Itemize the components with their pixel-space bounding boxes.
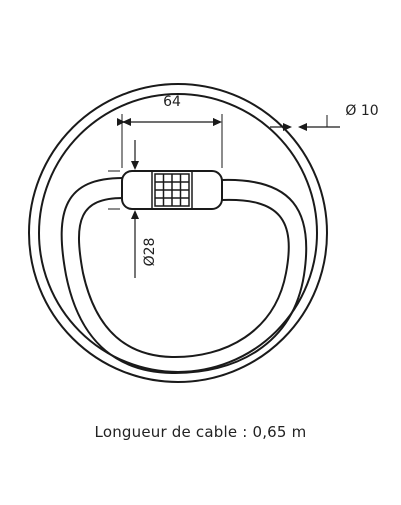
combination-lock bbox=[121, 170, 223, 210]
dimension-length: 64 bbox=[117, 94, 223, 168]
cable-length-caption: Longueur de cable : 0,65 m bbox=[94, 423, 307, 441]
cable-coil-outer bbox=[28, 83, 328, 383]
dimension-cable-diameter: Ø 10 bbox=[270, 103, 379, 131]
dimension-length-label: 64 bbox=[163, 94, 181, 110]
cable-coil-inner bbox=[38, 93, 318, 373]
cable-loop-outer bbox=[60, 177, 308, 375]
dimension-lock-diameter-label: Ø28 bbox=[142, 238, 158, 267]
dimension-cable-diameter-label: Ø 10 bbox=[345, 103, 378, 119]
dimension-lock-diameter: Ø28 bbox=[108, 140, 158, 278]
combination-dials bbox=[154, 173, 190, 207]
cable-loop-inner bbox=[77, 197, 290, 359]
